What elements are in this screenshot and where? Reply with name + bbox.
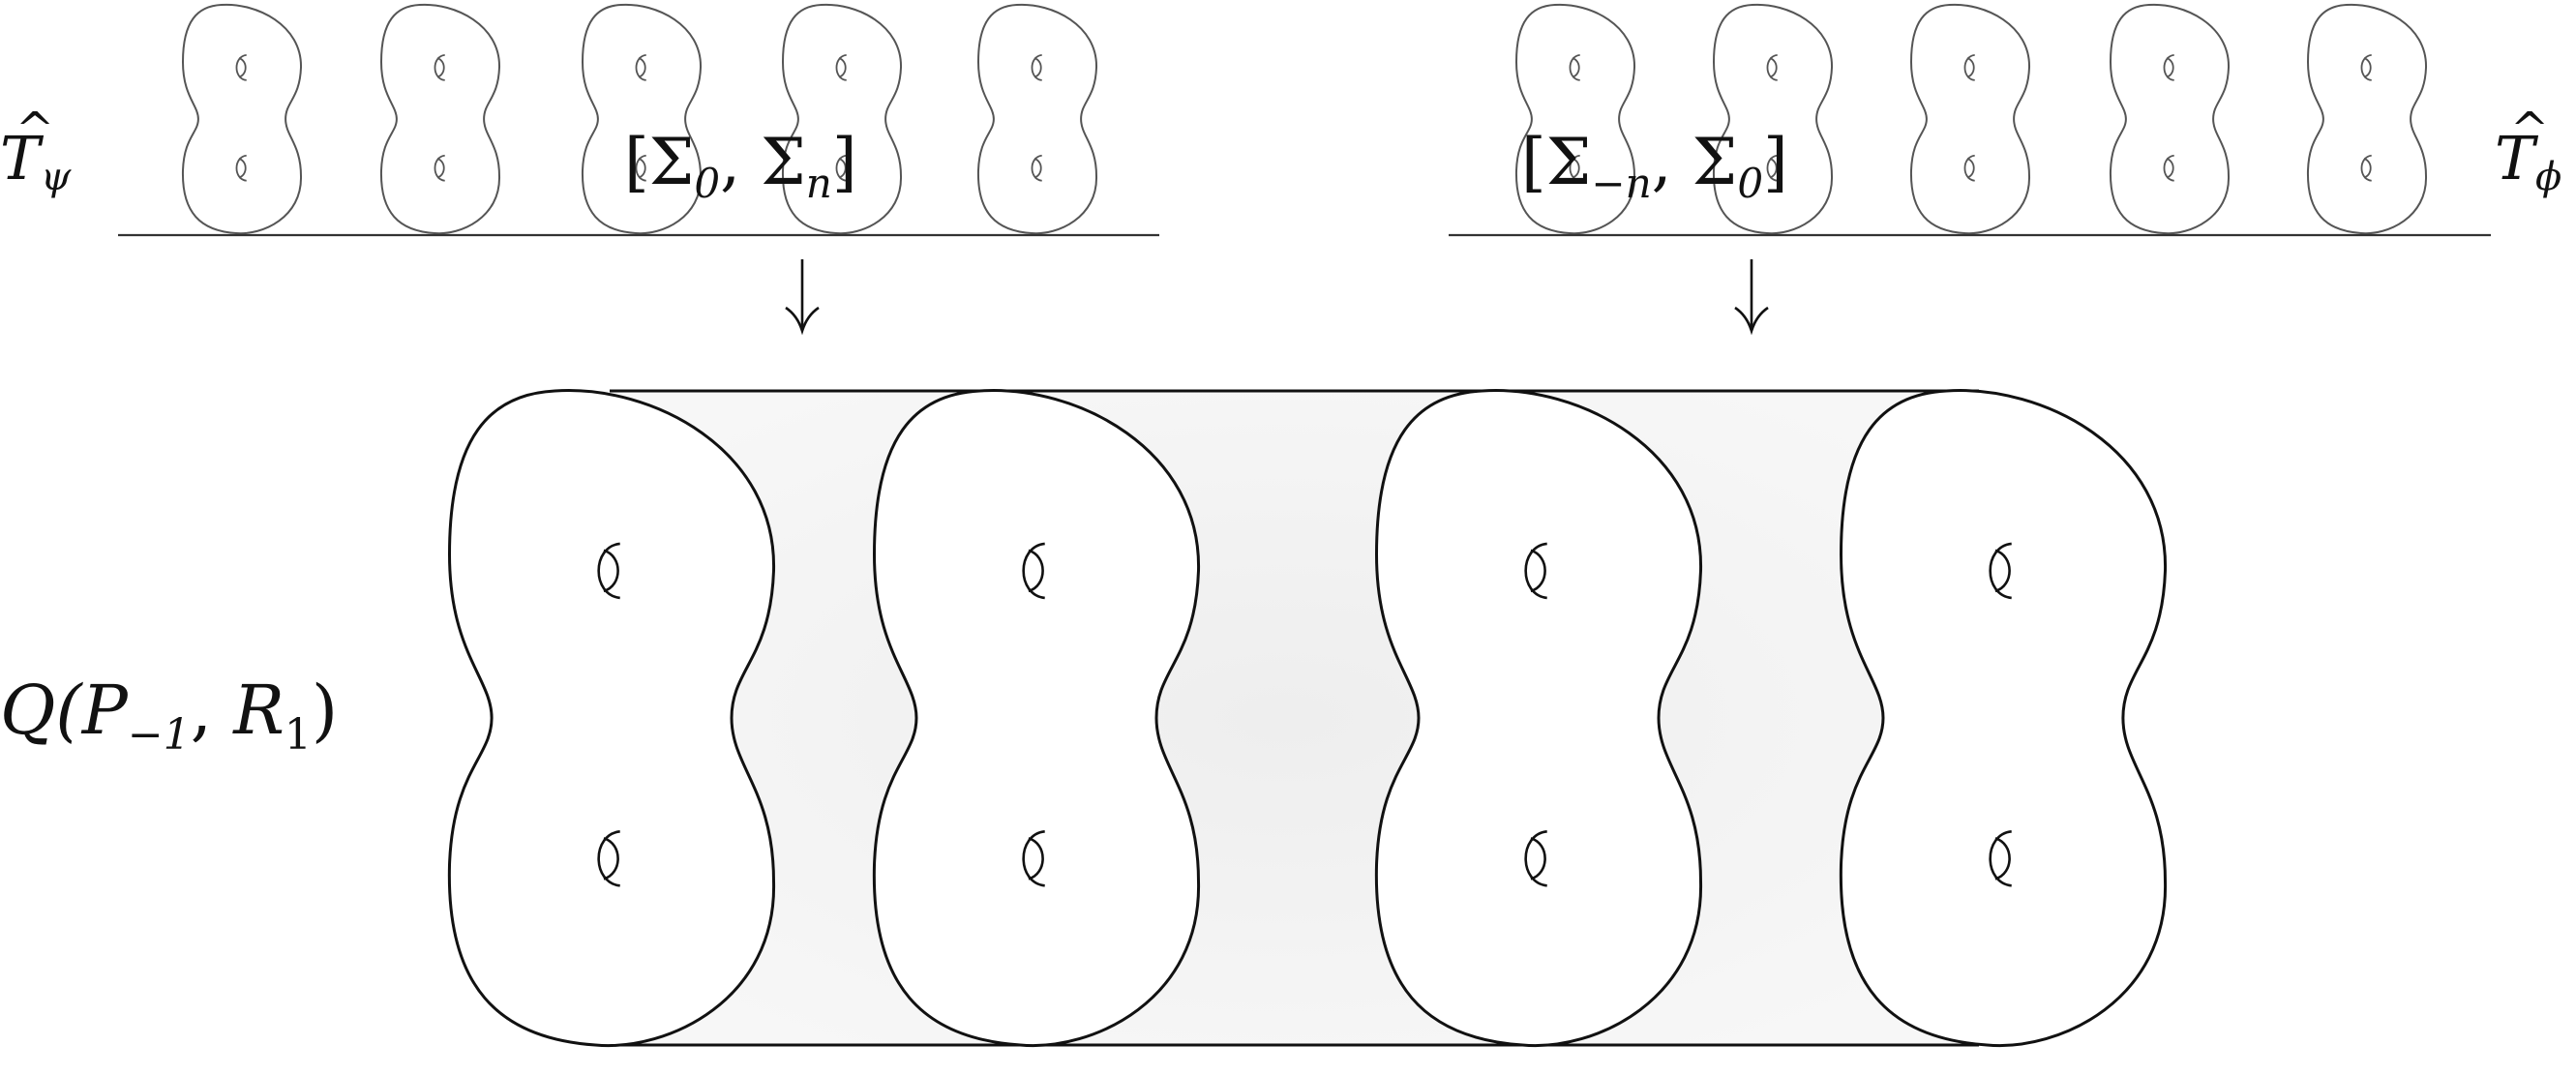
sequence-surface-right-5 xyxy=(2306,3,2428,235)
lower-handle xyxy=(235,154,247,182)
right-surface-sequence xyxy=(1514,3,2428,235)
right-operator-label: T ^ ϕ xyxy=(2495,103,2561,199)
sequence-surface-right-2 xyxy=(1712,3,1834,235)
lower-handle xyxy=(2163,154,2174,182)
upper-handle xyxy=(1031,54,1042,81)
upper-handle xyxy=(1524,542,1547,600)
lower-handle xyxy=(2360,154,2372,182)
sequence-surface-left-2 xyxy=(379,3,501,235)
upper-handle xyxy=(1022,542,1045,600)
tube-shading xyxy=(581,391,1989,1045)
lower-handle xyxy=(1963,154,1975,182)
quotient-surface-4 xyxy=(1839,389,2168,1048)
upper-handle xyxy=(1963,54,1975,81)
quotient-surface-1 xyxy=(447,389,776,1048)
lower-handle xyxy=(434,154,445,182)
quotient-surface-2 xyxy=(872,389,1201,1048)
left-down-arrow xyxy=(785,259,820,336)
lower-handle xyxy=(635,154,646,182)
left-surface-sequence xyxy=(181,3,1098,235)
lower-handle xyxy=(1989,830,2012,887)
sequence-surface-left-3 xyxy=(581,3,703,235)
surface-outline xyxy=(1374,389,1703,1048)
surface-outline xyxy=(1839,389,2168,1048)
surface-outline xyxy=(1514,3,1636,235)
lower-handle xyxy=(1524,830,1547,887)
right-interval-label: [Σ−n, Σ0] xyxy=(1521,125,1788,207)
quotient-surface-3 xyxy=(1374,389,1703,1048)
left-interval-label: [Σ0, Σn] xyxy=(624,125,857,207)
surface-outline xyxy=(781,3,903,235)
surface-outline xyxy=(2306,3,2428,235)
svg-text:^: ^ xyxy=(2510,103,2549,157)
sequence-surface-left-1 xyxy=(181,3,303,235)
surface-outline xyxy=(1712,3,1834,235)
quotient-label: Q(P−1, R1) xyxy=(0,671,338,760)
lower-handle xyxy=(1031,154,1042,182)
lower-handle xyxy=(1022,830,1045,887)
svg-text:ψ: ψ xyxy=(41,155,72,199)
surface-outline xyxy=(976,3,1098,235)
svg-text:[Σ0, Σn]: [Σ0, Σn] xyxy=(624,125,857,207)
surface-outline xyxy=(181,3,303,235)
svg-text:Q(P−1, R1): Q(P−1, R1) xyxy=(0,671,338,760)
svg-text:^: ^ xyxy=(15,103,54,157)
svg-text:T: T xyxy=(0,123,45,194)
svg-text:ϕ: ϕ xyxy=(2535,155,2561,199)
upper-handle xyxy=(1989,542,2012,600)
surface-outline xyxy=(1909,3,2031,235)
surface-outline xyxy=(2109,3,2231,235)
sequence-surface-right-4 xyxy=(2109,3,2231,235)
upper-handle xyxy=(2360,54,2372,81)
lower-handle xyxy=(1569,154,1580,182)
upper-handle xyxy=(597,542,620,600)
sequence-surface-right-1 xyxy=(1514,3,1636,235)
surface-outline xyxy=(872,389,1201,1048)
right-down-arrow xyxy=(1734,259,1769,336)
upper-handle xyxy=(434,54,445,81)
left-operator-label: T ^ ψ xyxy=(0,103,72,199)
upper-handle xyxy=(635,54,646,81)
upper-handle xyxy=(2163,54,2174,81)
sequence-surface-left-4 xyxy=(781,3,903,235)
lower-handle xyxy=(597,830,620,887)
svg-text:[Σ−n, Σ0]: [Σ−n, Σ0] xyxy=(1521,125,1788,207)
upper-handle xyxy=(1569,54,1580,81)
upper-handle xyxy=(235,54,247,81)
lower-handle xyxy=(1766,154,1778,182)
sequence-surface-left-5 xyxy=(976,3,1098,235)
lower-handle xyxy=(835,154,847,182)
surface-outline xyxy=(379,3,501,235)
sequence-surface-right-3 xyxy=(1909,3,2031,235)
quotient-tube xyxy=(447,389,2168,1048)
svg-text:T: T xyxy=(2495,123,2539,194)
surface-outline xyxy=(581,3,703,235)
upper-handle xyxy=(835,54,847,81)
surface-outline xyxy=(447,389,776,1048)
upper-handle xyxy=(1766,54,1778,81)
